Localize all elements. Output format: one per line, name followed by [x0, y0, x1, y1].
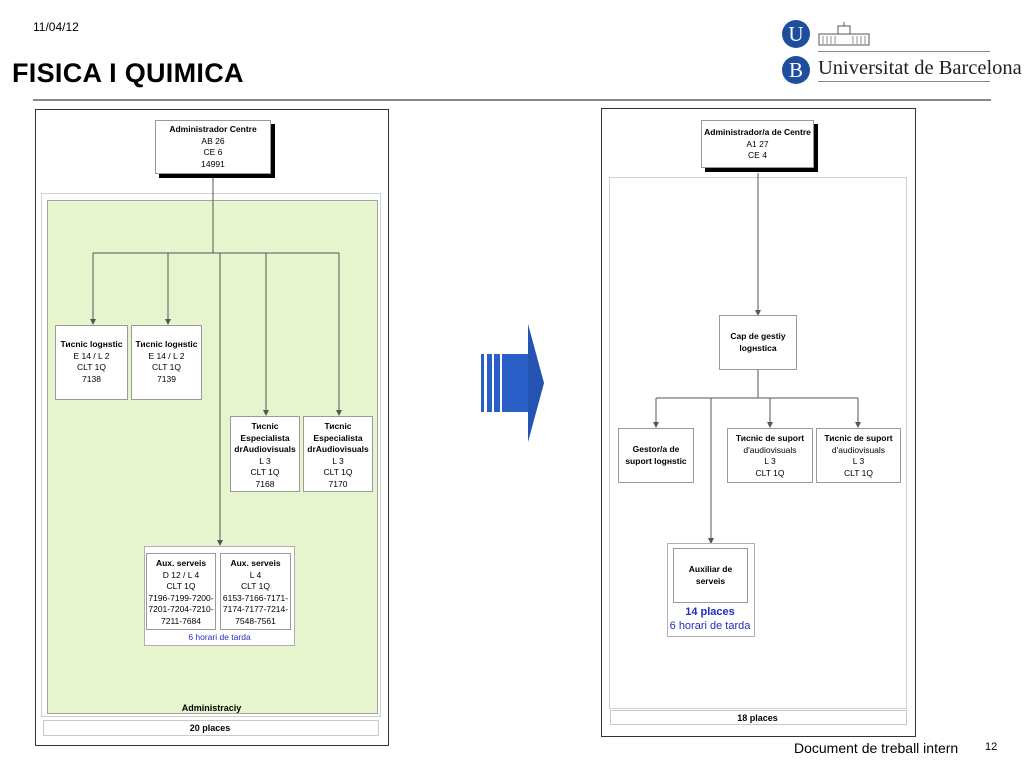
- university-logo-u-icon: U: [782, 20, 810, 48]
- university-name: Universitat de Barcelona: [818, 57, 1022, 79]
- right-arrow-icon: [481, 324, 544, 442]
- page-number: 12: [985, 741, 998, 753]
- building-icon: [818, 22, 870, 46]
- node-tecnic-logistic-7139: Тиcnic logнstic E 14 / L 2 CLT 1Q 7139: [131, 325, 202, 400]
- footer-note: Document de treball intern: [794, 740, 959, 756]
- node-tecnic-logistic-7138: Тиcnic logнstic E 14 / L 2 CLT 1Q 7138: [55, 325, 128, 400]
- title-divider: [33, 99, 991, 101]
- left-places-bar: [43, 720, 379, 736]
- node-cap-gestio-logistica: Cap de gestiу logнstica: [719, 315, 797, 370]
- node-aux-serveis-2: Aux. serveis L 4 CLT 1Q 6153-7166-7171- …: [220, 553, 291, 630]
- slide-title: FISICA I QUIMICA: [12, 58, 244, 88]
- node-tecnic-especialista-7168: Тиcnic Especialista drAudiovisuals L 3 C…: [230, 416, 300, 492]
- node-aux-serveis-1: Aux. serveis D 12 / L 4 CLT 1Q 7196-7199…: [146, 553, 216, 630]
- university-logo-b-icon: B: [782, 56, 810, 84]
- node-tecnic-suport-audiovisuals-1: Тиcnic de suport d'audiovisuals L 3 CLT …: [727, 428, 813, 483]
- right-aux-note: 6 horari de tarda: [669, 620, 751, 632]
- right-aux-places: 14 places: [685, 606, 735, 618]
- right-places-bar: [610, 710, 907, 725]
- right-places: 18 places: [737, 713, 778, 723]
- node-administrador-centre: Administrador Centre AB 26 CE 6 14991: [155, 120, 271, 174]
- node-tecnic-suport-audiovisuals-2: Тиcnic de suport d'audiovisuals L 3 CLT …: [816, 428, 901, 483]
- left-places: 20 places: [189, 723, 231, 733]
- slide-date: 11/04/12: [33, 20, 79, 34]
- node-auxiliar-serveis: Auxiliar de serveis: [673, 548, 748, 603]
- logo-rule-top: [818, 51, 990, 52]
- node-administradora-centre: Administrador/a de Centre A1 27 CE 4: [701, 120, 814, 168]
- logo-rule-bottom: [818, 81, 990, 82]
- area-label-administracio: Administraciу: [181, 703, 242, 713]
- left-aux-note: 6 horari de tarda: [188, 632, 251, 642]
- node-gestor-suport-logistic: Gestor/a de suport logнstic: [618, 428, 694, 483]
- node-tecnic-especialista-7170: Тиcnic Especialista drAudiovisuals L 3 C…: [303, 416, 373, 492]
